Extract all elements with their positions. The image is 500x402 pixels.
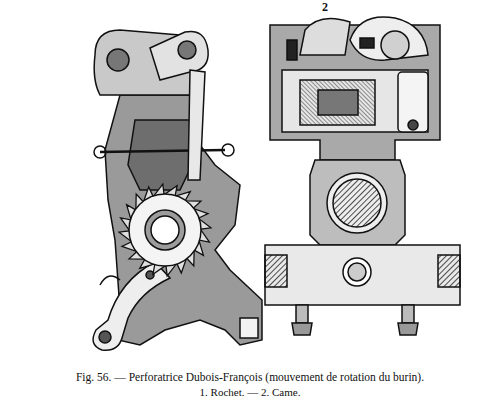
ratchet-teeth bbox=[119, 184, 211, 276]
figure-caption: Fig. 56. — Perforatrice Dubois-François … bbox=[0, 371, 500, 383]
figure-number: 2 bbox=[322, 0, 328, 15]
caption-legend: 1. Rochet. — 2. Came. bbox=[0, 386, 500, 398]
